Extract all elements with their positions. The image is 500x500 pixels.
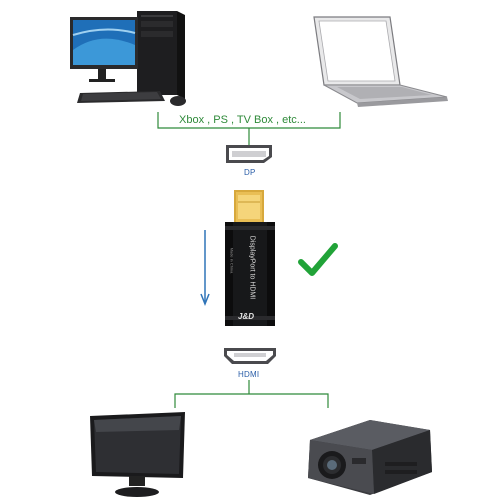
bottom-connector-lines (0, 380, 500, 420)
sources-label: Xbox , PS , TV Box , etc... (176, 114, 309, 126)
monitor-image (85, 410, 195, 500)
down-arrow-icon (195, 228, 215, 308)
adapter-image (220, 190, 280, 330)
laptop-image (302, 15, 452, 115)
checkmark-icon (298, 240, 338, 280)
desktop-computer-image (65, 5, 195, 115)
projector-image (300, 410, 440, 500)
top-connector-lines (0, 0, 500, 170)
displayport-connector-icon (224, 143, 274, 165)
input-port-label: DP (244, 168, 256, 177)
output-port-label: HDMI (238, 370, 260, 379)
adapter-brand-logo: J&D (238, 312, 255, 321)
hdmi-connector-icon (222, 346, 278, 366)
adapter-text-label: DisplayPort to HDMI (248, 235, 256, 300)
adapter-small-text: Made in China (229, 247, 235, 274)
